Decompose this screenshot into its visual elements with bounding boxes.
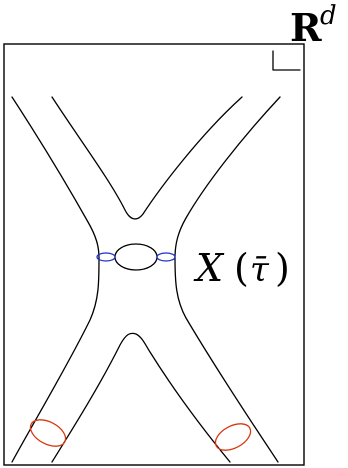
- left-boundary-circle: [29, 419, 67, 447]
- lower-arms-inner-edge: [51, 332, 231, 463]
- space-label-exponent: d: [320, 1, 337, 31]
- surface-label-argument: τ̄: [250, 250, 270, 290]
- central-hole: [114, 243, 158, 271]
- upper-right-arm-outer-edge: [174, 96, 281, 259]
- surface-label-name: X: [193, 246, 225, 290]
- ambient-space-frame: [3, 43, 305, 466]
- right-boundary-circle: [214, 423, 252, 451]
- surface-label-open-paren: (: [234, 246, 249, 290]
- upper-left-arm-outer-edge: [11, 96, 100, 259]
- upper-arms-inner-edge: [51, 96, 243, 220]
- right-neck-circle: [156, 252, 176, 262]
- left-neck-circle: [96, 252, 116, 262]
- lower-right-arm-outer-edge: [174, 257, 279, 463]
- surface-label-close-paren: ): [275, 246, 290, 290]
- lower-left-arm-outer-edge: [11, 257, 100, 463]
- space-label-base: R: [290, 5, 322, 50]
- corner-right-angle-icon: [272, 50, 301, 71]
